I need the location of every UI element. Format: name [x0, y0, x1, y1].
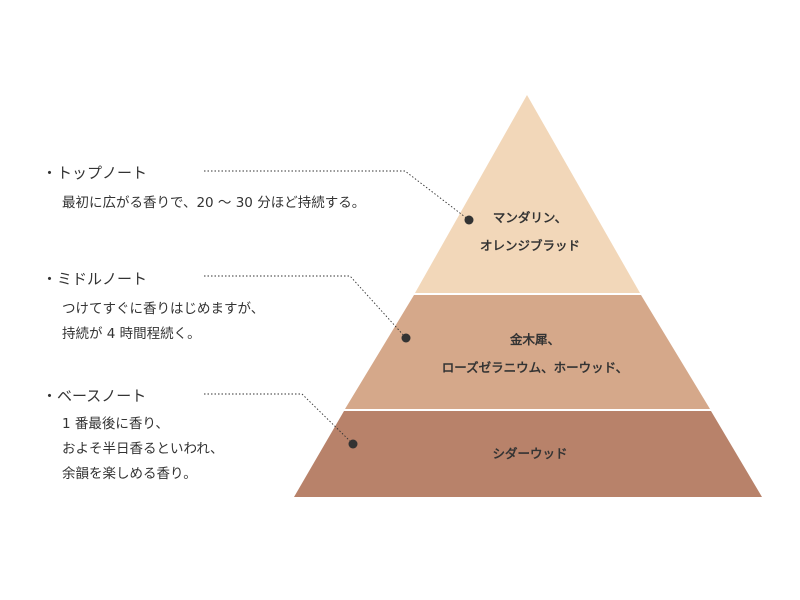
top-note-description: 最初に広がる香りで、20 〜 30 分ほど持続する。	[62, 191, 365, 216]
connector-top	[204, 170, 470, 221]
connector-dot-top	[464, 215, 474, 225]
top-tier-label: マンダリン、 オレンジブラッド	[430, 204, 630, 260]
top-note-line: 最初に広がる香りで、20 〜 30 分ほど持続する。	[62, 195, 366, 211]
base-note-description: 1 番最後に香り、 およそ半日香るといわれ、 余韻を楽しめる香り。	[62, 412, 223, 487]
base-note-heading: ・ベースノート	[42, 387, 147, 405]
connector-dot-base	[348, 439, 358, 449]
top-tier-ingredient: オレンジブラッド	[479, 238, 580, 253]
base-note-line: 1 番最後に香り、	[62, 416, 169, 432]
pyramid-tier-middle	[345, 295, 710, 409]
middle-note-description: つけてすぐに香りはじめますが、 持続が 4 時間程続く。	[62, 297, 264, 347]
connector-dot-middle	[401, 333, 411, 343]
pyramid-tier-base	[294, 411, 762, 497]
middle-tier-label: 金木犀、 ローズゼラニウム、ホーウッド、	[400, 326, 670, 382]
top-tier-ingredient: マンダリン、	[492, 210, 568, 225]
middle-tier-ingredient: 金木犀、	[509, 332, 560, 347]
connector-base	[204, 393, 354, 445]
base-tier-ingredient: シダーウッド	[492, 446, 568, 461]
base-note-line: およそ半日香るといわれ、	[62, 441, 224, 457]
base-note-line: 余韻を楽しめる香り。	[62, 466, 197, 482]
middle-note-line: つけてすぐに香りはじめますが、	[62, 301, 265, 317]
middle-note-heading: ・ミドルノート	[42, 270, 148, 288]
top-note-heading: ・トップノート	[42, 164, 148, 182]
base-tier-label: シダーウッド	[420, 440, 640, 468]
pyramid-tier-top	[415, 95, 640, 293]
middle-note-line: 持続が 4 時間程続く。	[62, 326, 201, 342]
middle-tier-ingredient: ローズゼラニウム、ホーウッド、	[441, 360, 629, 375]
